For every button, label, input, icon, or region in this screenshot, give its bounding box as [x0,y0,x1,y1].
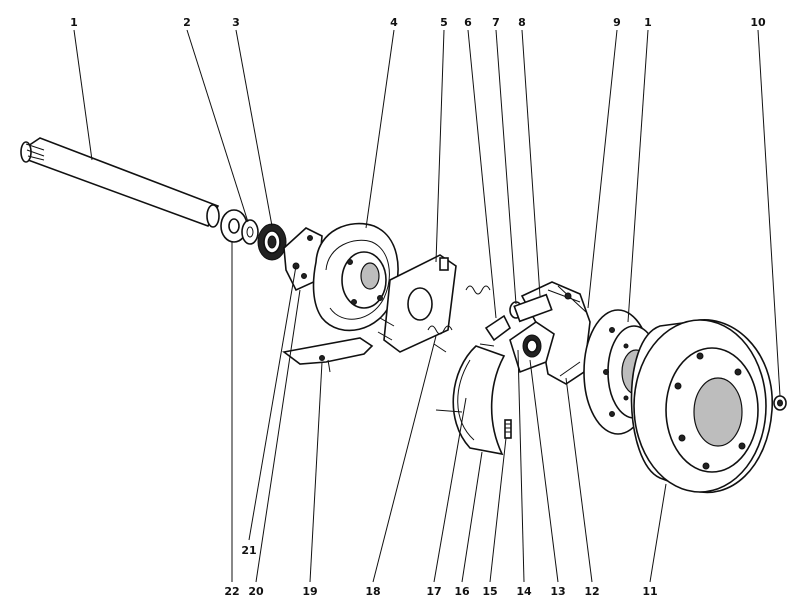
callout-label: 14 [516,585,532,598]
brake-shoe [452,343,506,456]
callout-label: 3 [232,16,240,29]
brake-drum [630,319,773,494]
callout-labels: 1 2 3 4 5 6 7 8 9 1 10 22 20 19 18 17 16… [70,16,766,598]
callout-label: 1 [70,16,78,29]
callout-label: 13 [550,585,565,598]
callout-label: 15 [482,585,497,598]
callout-label: 17 [426,585,441,598]
callout-label: 22 [224,585,239,598]
callout-label: 18 [365,585,380,598]
axle-shaft [20,137,220,228]
callout-label: 6 [464,16,472,29]
cylinder-gasket-plate [509,321,555,374]
bearing-retainer-plate [283,227,323,292]
callout-label: 7 [492,16,500,29]
wheel-bearing [257,223,287,261]
callout-label: 19 [302,585,317,598]
callout-label: 5 [440,16,448,29]
brake-anchor-plate [377,254,457,353]
return-spring [427,285,491,335]
backing-plate [312,222,399,332]
handbrake-lever [282,337,374,373]
callout-label: 2 [183,16,191,29]
adjuster-stud [504,419,512,439]
callout-label: 21 [241,544,256,557]
callout-label: 11 [642,585,657,598]
callout-label: 12 [584,585,599,598]
spacer-ring [241,219,259,245]
callout-label: 10 [750,16,766,29]
callout-label: 20 [248,585,264,598]
callout-label: 1 [644,16,652,29]
callout-label: 9 [613,16,621,29]
callout-label: 8 [518,16,526,29]
leader-lines [73,29,781,583]
callout-label: 4 [390,16,398,29]
callout-label: 16 [454,585,470,598]
wheel-nut [773,395,787,411]
